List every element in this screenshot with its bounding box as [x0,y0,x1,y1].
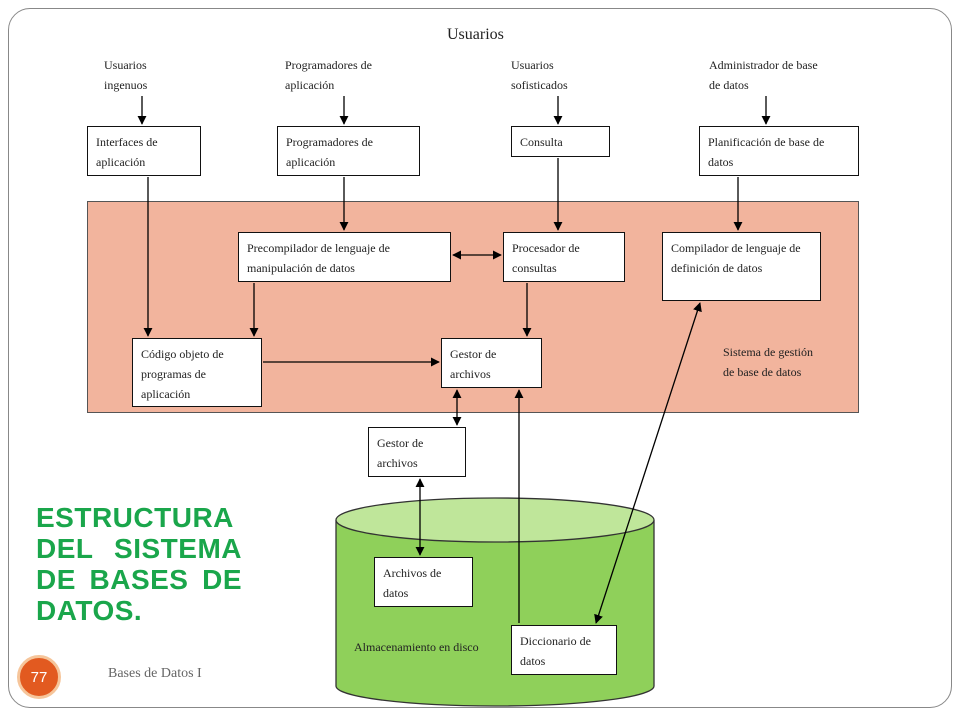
file-manager-box: Gestor de archivos [368,427,466,477]
storage-label: Almacenamiento en disco [354,640,479,654]
heading-line: ESTRUCTURA [36,502,234,533]
data-files-box: Archivos de datos [374,557,473,607]
page-number-badge: 77 [17,655,61,699]
user-programmers-label: Programadores de aplicación [285,58,372,92]
heading-line: DE BASES DE [36,564,242,595]
precompiler-box: Precompilador de lenguaje de manipulació… [238,232,451,282]
user-dba-label: Administrador de base de datos [709,58,818,92]
buffer-manager-box: Gestor de archivos [441,338,542,388]
user-sophisticated-label: Usuarios sofisticados [511,58,568,92]
footer-text: Bases de Datos I [108,666,202,681]
slide-heading: ESTRUCTURA DEL SISTEMA DE BASES DE DATOS… [36,502,242,626]
object-code-box: Código objeto de programas de aplicación [132,338,262,407]
ddl-compiler-box: Compilador de lenguaje de definición de … [662,232,821,301]
query-processor-box: Procesador de consultas [503,232,625,282]
users-title: Usuarios [447,26,504,43]
heading-line: DEL SISTEMA [36,533,242,564]
data-dictionary-box: Diccionario de datos [511,625,617,675]
interface-application-box: Interfaces de aplicación [87,126,201,176]
heading-line: DATOS. [36,595,143,626]
user-naive-label: Usuarios ingenuos [104,58,148,92]
dbms-label: Sistema de gestión de base de datos [723,345,813,379]
interface-programmers-box: Programadores de aplicación [277,126,420,176]
interface-query-box: Consulta [511,126,610,157]
interface-planning-box: Planificación de base de datos [699,126,859,176]
